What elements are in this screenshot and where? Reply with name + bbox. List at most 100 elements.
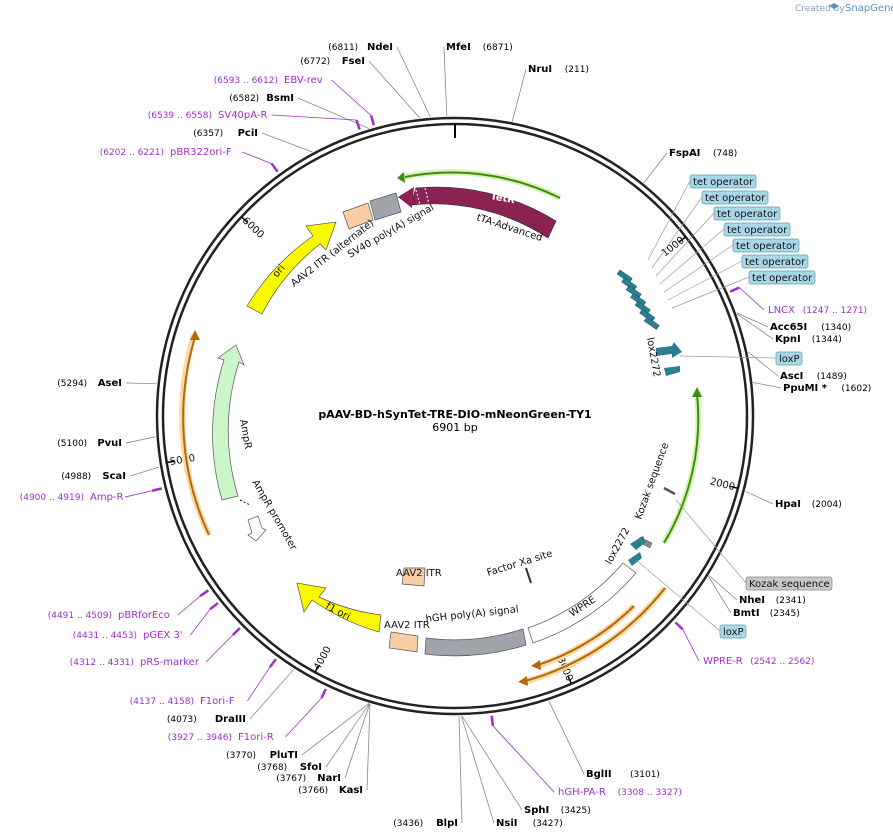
loxp-top-arrow[interactable]: [664, 366, 680, 376]
tet-operator-mark[interactable]: [639, 308, 656, 323]
wpre-line-1[interactable]: [537, 605, 635, 666]
enzyme-name[interactable]: FseI: [342, 56, 365, 67]
feature-box[interactable]: [741, 254, 809, 269]
primer-name[interactable]: pRS-marker: [140, 657, 200, 668]
enzyme-name[interactable]: NheI: [739, 595, 765, 606]
enzyme-name[interactable]: BmtI: [733, 608, 760, 619]
mneon-line[interactable]: [663, 393, 700, 544]
feature-box[interactable]: [775, 351, 803, 366]
enzyme-leader-line: [745, 490, 774, 505]
primer-name[interactable]: EBV-rev: [284, 75, 323, 86]
enzyme-name[interactable]: NsiI: [496, 818, 517, 829]
enzyme-name[interactable]: NdeI: [367, 42, 393, 53]
tet-operator-mark[interactable]: [621, 277, 638, 291]
enzyme-name[interactable]: MfeI: [446, 42, 471, 53]
aav2-itr-1-feature[interactable]: [401, 567, 426, 587]
enzyme-name[interactable]: PvuI: [97, 438, 122, 449]
wpre-feature[interactable]: [527, 562, 637, 644]
primer-range: (3927 .. 3946): [168, 733, 232, 743]
aav2-itr-2-feature[interactable]: [388, 631, 419, 653]
feature-box[interactable]: [689, 174, 757, 189]
enzyme-name[interactable]: Acc65I: [770, 322, 807, 333]
lox2272-top-label: lox2272: [644, 337, 662, 378]
ampr-label: AmpR: [237, 419, 253, 450]
feature-box[interactable]: [701, 190, 769, 205]
wpre-line-2[interactable]: [524, 587, 666, 682]
enzyme-name[interactable]: BsmI: [266, 93, 294, 104]
tet-operator-mark[interactable]: [616, 269, 633, 284]
feature-box[interactable]: [719, 624, 747, 639]
tet-operator-mark[interactable]: [625, 285, 642, 299]
hgh-feature[interactable]: [424, 628, 527, 657]
enzyme-position: (6357): [193, 129, 223, 139]
tick-mark: [240, 216, 248, 223]
enzyme-name[interactable]: HpaI: [775, 499, 801, 510]
primer-site: [490, 715, 495, 726]
primer-name[interactable]: F1ori-R: [238, 732, 274, 743]
enzyme-name[interactable]: FspAI: [669, 148, 700, 159]
enzyme-name[interactable]: AscI: [780, 371, 803, 382]
enzyme-position: (3425): [561, 806, 591, 816]
enzyme-position: (3427): [533, 819, 563, 829]
feature-box-label: loxP: [779, 354, 800, 365]
feature-box[interactable]: [723, 222, 791, 237]
enzyme-leader-line: [736, 312, 769, 328]
enzyme-name[interactable]: NarI: [317, 773, 341, 784]
enzyme-name[interactable]: PciI: [238, 128, 258, 139]
primer-name[interactable]: pBRforEco: [118, 610, 170, 621]
enzyme-name[interactable]: DraIII: [215, 714, 246, 725]
primer-site: [320, 688, 327, 699]
amp-line[interactable]: [182, 336, 210, 536]
enzyme-name[interactable]: ScaI: [102, 471, 126, 482]
tick-label: 4000: [312, 645, 334, 673]
kozak-label: Kozak sequence: [633, 441, 671, 521]
ampr-promoter-feature[interactable]: [247, 515, 267, 542]
primer-name[interactable]: pGEX 3': [143, 630, 183, 641]
ampr-feature[interactable]: [212, 344, 245, 501]
feature-box-label: tet operator: [752, 273, 813, 284]
primer-name[interactable]: F1ori-F: [200, 696, 235, 707]
enzyme-leader-line: [344, 703, 371, 779]
primer-name[interactable]: WPRE-R: [703, 656, 743, 667]
primer-name[interactable]: SV40pA-R: [218, 110, 267, 121]
enzyme-name[interactable]: KasI: [339, 785, 363, 796]
lox2272-top-arrow[interactable]: [656, 342, 682, 358]
hgh-label: hGH poly(A) signal: [425, 604, 519, 625]
ori-feature[interactable]: [246, 221, 337, 315]
loxp-bottom-arrow[interactable]: [628, 552, 642, 566]
feature-box[interactable]: [745, 576, 833, 591]
enzyme-name[interactable]: NruI: [528, 64, 552, 75]
primer-name[interactable]: Amp-R: [90, 492, 124, 503]
enzyme-name[interactable]: SphI: [524, 805, 549, 816]
aav2-itr-2-label: AAV2 ITR: [384, 620, 430, 631]
tet-operator-mark[interactable]: [643, 316, 660, 330]
feature-box[interactable]: [713, 206, 781, 221]
enzyme-name[interactable]: AseI: [98, 378, 122, 389]
tta-line[interactable]: [404, 171, 561, 199]
enzyme-leader-line: [366, 703, 371, 791]
primer-name[interactable]: pBR322ori-F: [170, 147, 232, 158]
enzyme-name[interactable]: PluTI: [270, 750, 298, 761]
feature-box[interactable]: [748, 270, 816, 285]
f1-ori-feature[interactable]: [296, 582, 382, 633]
enzyme-name[interactable]: SfoI: [300, 762, 322, 773]
sv40-feature[interactable]: [369, 192, 402, 221]
enzyme-name[interactable]: BlpI: [436, 818, 458, 829]
enzyme-name[interactable]: PpuMI *: [783, 383, 828, 394]
enzyme-position: (211): [565, 65, 589, 75]
enzyme-name[interactable]: BglII: [586, 769, 612, 780]
feature-box[interactable]: [732, 238, 800, 253]
tet-operator-mark[interactable]: [630, 293, 647, 307]
primer-name[interactable]: hGH-PA-R: [558, 787, 606, 798]
mneon-arrowhead: [692, 387, 702, 397]
primer-site: [674, 621, 684, 631]
enzyme-name[interactable]: KpnI: [775, 334, 801, 345]
primer-range: (6202 .. 6221): [100, 148, 164, 158]
lox2272-bottom-arrow[interactable]: [630, 536, 646, 550]
aav2-itr-alt-feature[interactable]: [342, 202, 374, 230]
primer-name[interactable]: LNCX: [768, 305, 795, 316]
enzyme-leader-line: [261, 132, 313, 153]
tet-operator-mark[interactable]: [634, 300, 651, 315]
